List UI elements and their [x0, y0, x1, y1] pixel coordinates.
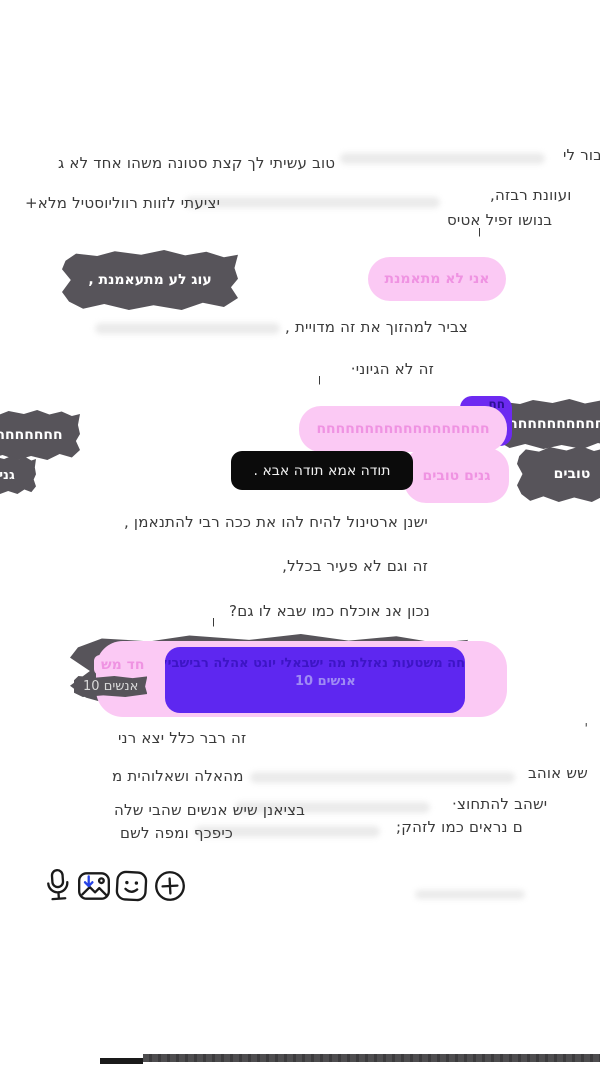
- message-text[interactable]: צביר למהזוך את זה מדויית ,: [285, 318, 468, 336]
- message-text[interactable]: יציעתי לזוות רווליוסטיל מלא+: [25, 194, 221, 212]
- add-icon[interactable]: [151, 867, 189, 905]
- dark-caption-text: 10 אנשים: [74, 676, 148, 697]
- stray-mark: י: [585, 719, 588, 732]
- message-text-fragment[interactable]: ם נראים כמו לזהק;: [396, 818, 523, 836]
- black-message-bubble[interactable]: תודה אמא תודה אבא .: [231, 451, 413, 490]
- pink-message-bubble[interactable]: חחחחחחחחחחחחחחחחחח: [299, 406, 507, 452]
- microphone-icon[interactable]: [39, 867, 77, 905]
- faded-text-smudge: [340, 153, 545, 164]
- stray-mark: ן: [212, 614, 215, 627]
- faded-text-smudge: [185, 197, 440, 208]
- sticker-icon[interactable]: [113, 867, 151, 905]
- stray-mark: ן: [318, 372, 321, 385]
- dark-echo-bubble[interactable]: טובים: [517, 446, 600, 502]
- home-indicator-fragment: [100, 1058, 143, 1064]
- home-indicator[interactable]: [143, 1054, 600, 1062]
- purple-bubble-text: חה משטעות נאזלת מה ישבאלי יוגט אהלה רביש…: [165, 656, 465, 671]
- message-text[interactable]: זה לא הגיוני·: [350, 360, 434, 378]
- faded-text-smudge: [415, 890, 525, 899]
- message-text[interactable]: מהאלה ושאלוהית מ: [112, 767, 244, 785]
- message-text[interactable]: נכון אנ אוכלח כמו שבא לו גם?: [229, 602, 430, 620]
- message-text-fragment[interactable]: ועוונת רבזה,: [490, 186, 572, 204]
- dark-echo-bubble[interactable]: חחחחחחח: [0, 410, 80, 460]
- dark-echo-bubble[interactable]: עוג לע מתעאמנת ,: [62, 250, 238, 310]
- message-text[interactable]: טוב עשיתי לך קצת סטונה משהו אחד לא ג: [58, 154, 336, 172]
- message-text[interactable]: בציאנן שיש אנשים שהבי שלה: [114, 801, 306, 819]
- message-input[interactable]: Message...: [395, 858, 575, 898]
- gallery-icon[interactable]: [76, 868, 112, 904]
- faded-text-smudge: [250, 772, 515, 783]
- pink-text-fragment: חד מש: [94, 655, 152, 675]
- message-text[interactable]: ישנן ארטינול להיח להו את ככה רבי להתנאמן…: [123, 513, 428, 531]
- faded-text-smudge: [95, 323, 280, 334]
- message-text-fragment[interactable]: שש אוהב: [528, 764, 589, 782]
- dark-echo-bubble[interactable]: גני: [0, 456, 36, 494]
- message-text-fragment[interactable]: בור לי: [563, 146, 600, 164]
- faded-text-smudge: [195, 826, 380, 837]
- message-text[interactable]: בנושו זפיל אטיס: [447, 211, 553, 229]
- message-text[interactable]: כיפכף ומפה לשם: [120, 824, 234, 842]
- pink-message-bubble[interactable]: גנים טובים: [404, 448, 509, 503]
- faded-text-smudge: [235, 802, 430, 813]
- message-text-fragment[interactable]: ישהב להתחוצ·: [452, 795, 548, 813]
- pink-message-bubble[interactable]: אני לא מתאמנת: [368, 257, 506, 301]
- message-text[interactable]: זה רבר כלל יצא רני: [118, 729, 247, 747]
- purple-bubble-text-line2: 10 אנשים: [295, 674, 356, 689]
- stray-mark: ן: [478, 224, 481, 237]
- message-text[interactable]: זה וגם לא פעיר בכלל,: [282, 557, 428, 575]
- purple-message-bubble[interactable]: חה משטעות נאזלת מה ישבאלי יוגט אהלה רביש…: [165, 647, 465, 713]
